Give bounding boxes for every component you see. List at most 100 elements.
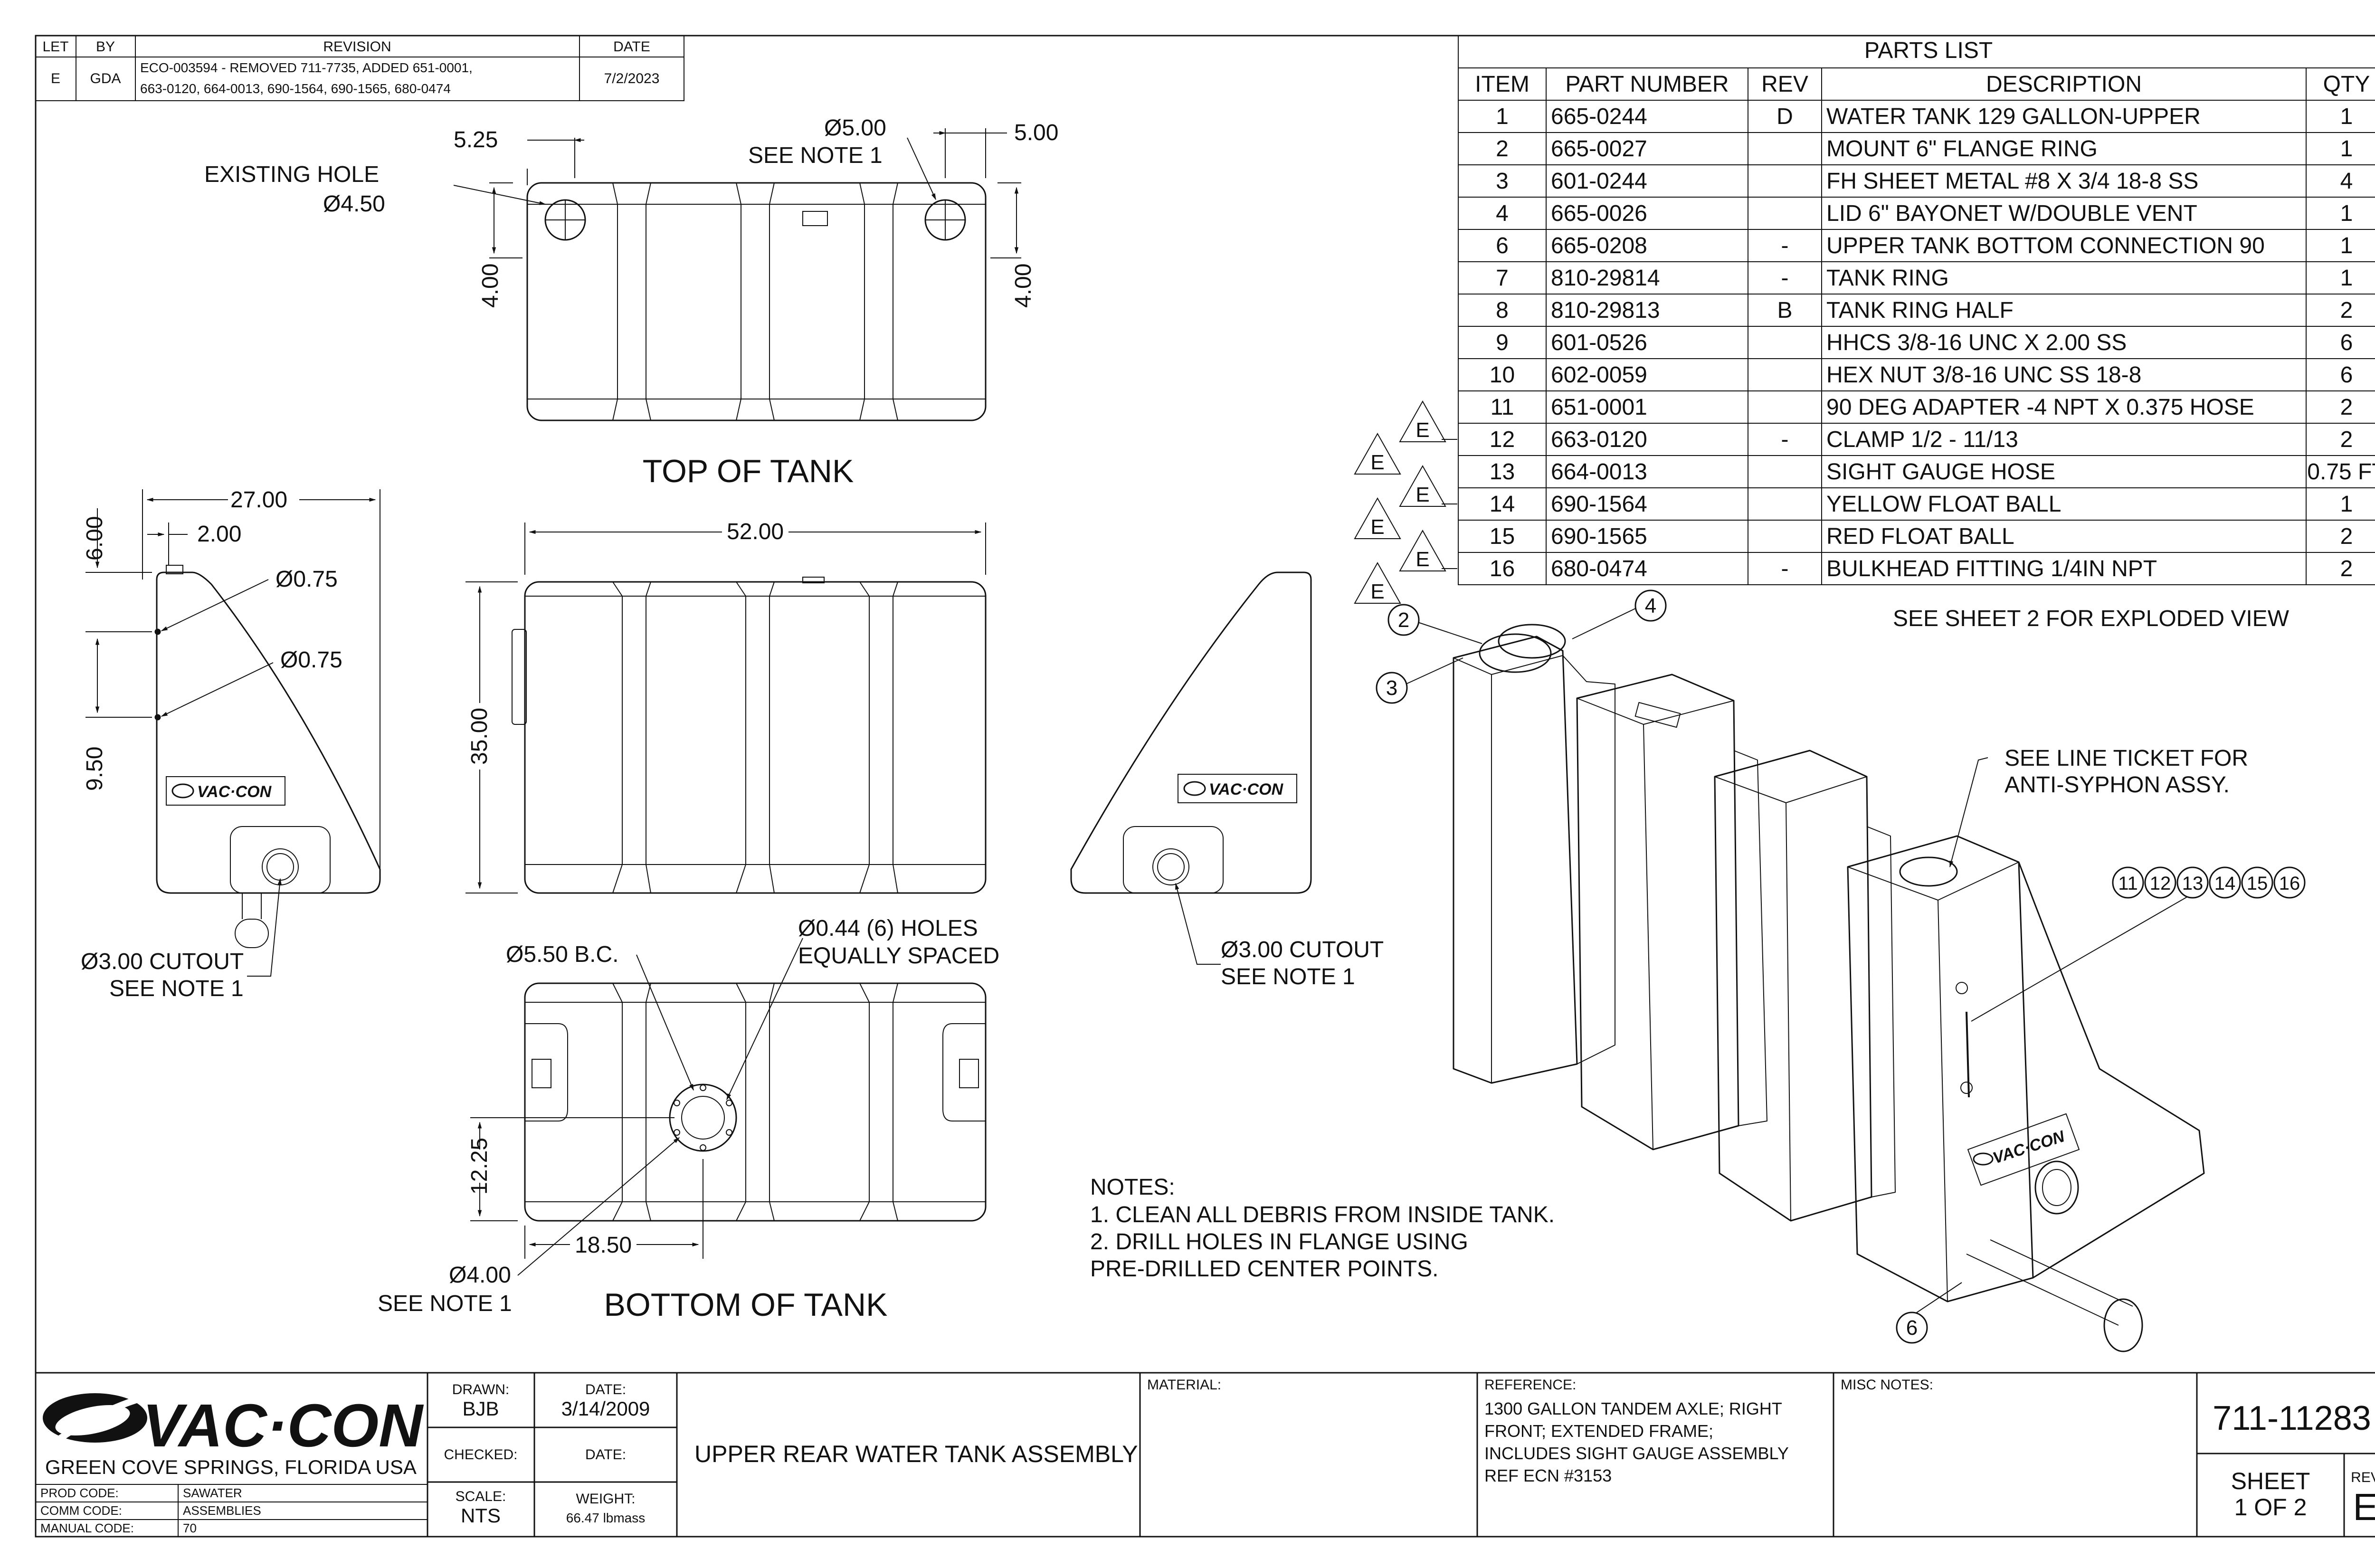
revision-flag-letter: E xyxy=(1370,515,1384,539)
rev-header-by: BY xyxy=(96,39,115,55)
rev-label: REV xyxy=(2351,1470,2375,1485)
balloon-group-label: 13 xyxy=(2182,873,2204,894)
parts-cell: 690-1565 xyxy=(1551,524,1647,549)
scale-value: NTS xyxy=(461,1504,501,1527)
parts-cell: 16 xyxy=(1490,556,1515,581)
balloon-group-label: 15 xyxy=(2247,873,2268,894)
dim-dia-4-00: Ø4.00 xyxy=(449,1263,511,1288)
scale-label: SCALE: xyxy=(456,1489,506,1504)
dim-dia-0-75-a: Ø0.75 xyxy=(276,567,338,592)
left-see-note-1: SEE NOTE 1 xyxy=(109,976,244,1001)
parts-cell: 601-0244 xyxy=(1551,169,1647,194)
parts-cell: 665-0208 xyxy=(1551,233,1647,258)
balloon-leaders xyxy=(1406,608,2190,1316)
parts-cell: MOUNT 6" FLANGE RING xyxy=(1826,136,2098,162)
parts-cell: 665-0027 xyxy=(1551,136,1647,162)
dim-12-25: 12.25 xyxy=(467,1138,492,1195)
side-view-left-dimensions xyxy=(86,489,380,977)
side-logo-text: VAC·CON xyxy=(197,783,272,801)
balloon-group-label: 11 xyxy=(2118,873,2138,894)
misc-notes-label: MISC NOTES: xyxy=(1841,1377,1933,1393)
parts-cell: HEX NUT 3/8-16 UNC SS 18-8 xyxy=(1826,362,2141,388)
revision-flag: E xyxy=(1399,529,1457,571)
drawn-by: BJB xyxy=(462,1397,499,1420)
note-1: 1. CLEAN ALL DEBRIS FROM INSIDE TANK. xyxy=(1090,1202,1555,1227)
parts-cell: 0.75 FT xyxy=(2307,459,2375,485)
dim-9-50: 9.50 xyxy=(82,747,107,791)
parts-cell: - xyxy=(1781,233,1789,258)
balloon-group-circle xyxy=(2241,866,2273,899)
dim-4-00-right: 4.00 xyxy=(1011,264,1036,308)
rev-header-let: LET xyxy=(42,39,68,55)
parts-cell: 4 xyxy=(1496,201,1509,226)
parts-cell: D xyxy=(1776,104,1793,129)
revision-flag: E xyxy=(1354,497,1401,539)
comm-code-label: COMM CODE: xyxy=(40,1503,122,1518)
rev-description-1: ECO-003594 - REMOVED 711-7735, ADDED 651… xyxy=(140,60,473,75)
company-logo-text: VAC·CON xyxy=(142,1392,424,1460)
dim-4-00-left: 4.00 xyxy=(478,264,503,308)
revision-flag: E xyxy=(1399,465,1457,507)
balloon-6 xyxy=(1896,1311,1928,1344)
parts-cell: 8 xyxy=(1496,298,1509,323)
revision-flag: E xyxy=(1354,561,1401,604)
company-location: GREEN COVE SPRINGS, FLORIDA USA xyxy=(45,1456,417,1478)
parts-cell: 10 xyxy=(1490,362,1515,388)
dim-5-00: 5.00 xyxy=(1014,120,1058,145)
top-see-note-1: SEE NOTE 1 xyxy=(748,143,883,168)
parts-cell: 7 xyxy=(1496,266,1509,291)
notes-heading: NOTES: xyxy=(1090,1175,1175,1200)
checked-date-label: DATE: xyxy=(585,1447,626,1463)
right-side-logo-text: VAC·CON xyxy=(1209,780,1284,798)
revision-flag-letter: E xyxy=(1416,418,1429,442)
bottom-of-tank-title: BOTTOM OF TANK xyxy=(604,1287,888,1323)
parts-header-cell: ITEM xyxy=(1475,72,1530,97)
parts-cell: 663-0120 xyxy=(1551,427,1647,452)
sheet-number: 1 OF 2 xyxy=(2234,1494,2307,1520)
parts-cell: HHCS 3/8-16 UNC X 2.00 SS xyxy=(1826,330,2127,355)
parts-cell: 2 xyxy=(2340,427,2353,452)
weight-value: 66.47 lbmass xyxy=(566,1511,646,1525)
parts-cell: 664-0013 xyxy=(1551,459,1647,485)
manual-code: 70 xyxy=(183,1521,197,1535)
top-of-tank-view xyxy=(526,182,987,421)
parts-cell: CLAMP 1/2 - 11/13 xyxy=(1826,427,2018,452)
parts-cell: 2 xyxy=(2340,556,2353,581)
parts-cell: 13 xyxy=(1490,459,1515,485)
parts-cell: 1 xyxy=(2340,104,2353,129)
manual-code-label: MANUAL CODE: xyxy=(40,1521,134,1535)
reference-line-1: 1300 GALLON TANDEM AXLE; RIGHT xyxy=(1484,1399,1782,1418)
parts-cell: WATER TANK 129 GALLON-UPPER xyxy=(1826,104,2201,129)
balloon-3 xyxy=(1376,672,1408,704)
prod-code-label: PROD CODE: xyxy=(40,1486,119,1500)
weight-label: WEIGHT: xyxy=(576,1491,636,1507)
side-view-left xyxy=(154,565,381,948)
parts-cell: 810-29813 xyxy=(1551,298,1660,323)
parts-header-cell: PART NUMBER xyxy=(1565,72,1729,97)
company-logo: VAC·CON xyxy=(43,1391,424,1460)
balloon-group-circle xyxy=(2209,866,2241,899)
parts-cell: 6 xyxy=(1496,233,1509,258)
vaccon-logo-right-side: VAC·CON xyxy=(1183,780,1284,798)
dim-52-00: 52.00 xyxy=(727,519,784,544)
dim-dia-0-75-b: Ø0.75 xyxy=(280,647,342,673)
top-of-tank-title: TOP OF TANK xyxy=(643,453,854,489)
dim-27-00: 27.00 xyxy=(230,487,287,513)
parts-cell: 3 xyxy=(1496,169,1509,194)
parts-cell: 90 DEG ADAPTER -4 NPT X 0.375 HOSE xyxy=(1826,395,2254,420)
existing-hole-label: EXISTING HOLE xyxy=(204,162,379,187)
parts-cell: 601-0526 xyxy=(1551,330,1647,355)
parts-cell: 2 xyxy=(2340,524,2353,549)
drawing-number: 711-11283 xyxy=(2213,1399,2371,1437)
parts-cell: 2 xyxy=(2340,298,2353,323)
top-view-dimensions xyxy=(453,128,1021,258)
parts-cell: 12 xyxy=(1490,427,1515,452)
parts-cell: TANK RING HALF xyxy=(1826,298,2014,323)
dim-6-00: 6.00 xyxy=(82,516,107,561)
vaccon-logo-side: VAC·CON xyxy=(171,783,272,801)
left-cutout-label: Ø3.00 CUTOUT xyxy=(81,949,244,974)
drawn-date: 3/14/2009 xyxy=(561,1397,650,1420)
parts-cell: 602-0059 xyxy=(1551,362,1647,388)
parts-cell: FH SHEET METAL #8 X 3/4 18-8 SS xyxy=(1826,169,2198,194)
balloon-2 xyxy=(1387,604,1420,636)
